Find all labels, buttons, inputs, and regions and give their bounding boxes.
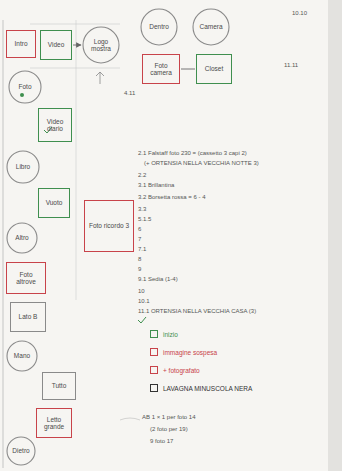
note-text: 2.2 <box>138 172 146 179</box>
sketch-frame: Closet <box>196 54 232 84</box>
note-text: (+ ORTENSIA NELLA VECCHIA NOTTE 3) <box>144 160 259 167</box>
sketch-frame: Video diario <box>38 108 72 142</box>
note-text: AB 1 × 1 per foto 14 <box>142 414 196 421</box>
note-text: 10.10 <box>292 10 307 17</box>
sketch-frame: Foto ricordo 3 <box>84 200 134 252</box>
sketch-circle: Camera <box>192 8 230 46</box>
legend-swatch <box>150 348 158 356</box>
legend-swatch <box>150 366 158 374</box>
sketch-circle: Altro <box>6 222 38 254</box>
sketch-label: Video <box>48 41 65 48</box>
legend-swatch <box>150 384 158 392</box>
legend-text: + fotografato <box>163 367 200 374</box>
sketch-label: Foto ricordo 3 <box>89 222 129 229</box>
note-text: 3.3 <box>138 206 146 213</box>
sketch-circle: Dietro <box>6 436 36 466</box>
sketch-label: Mano <box>14 352 30 359</box>
sketch-frame: Video <box>40 30 72 60</box>
page-edge <box>328 0 342 471</box>
sketch-label: Foto <box>18 83 31 90</box>
note-text: 3.2 Borsetta rossa = 6 - 4 <box>138 194 206 201</box>
note-text: 8 <box>138 256 141 263</box>
note-text: 10.1 <box>138 298 150 305</box>
legend-row: LAVAGNA MINUSCOLA NERA <box>150 384 252 392</box>
note-text: 6 <box>138 226 141 233</box>
note-text: 5.1.5 <box>138 216 151 223</box>
note-text: 10 <box>138 288 145 295</box>
sketch-label: Dentro <box>149 23 169 30</box>
pencil-stroke <box>120 418 140 420</box>
sketch-label: Video diario <box>41 118 69 133</box>
sketch-label: Letto grande <box>39 416 69 431</box>
sketch-label: Foto camera <box>145 62 177 77</box>
sketch-circle: Dentro <box>140 8 178 46</box>
legend-swatch <box>150 330 158 338</box>
note-text: 3.1 Brillantina <box>138 182 174 189</box>
check-mark <box>138 317 146 323</box>
sketch-label: Foto altrove <box>9 271 43 286</box>
note-text: 11.1 ORTENSIA NELLA VECCHIA CASA (3) <box>138 308 256 315</box>
legend-row: inizio <box>150 330 178 338</box>
note-text: 7.1 <box>138 246 146 253</box>
sketch-label: Libro <box>16 163 30 170</box>
sketch-label: Closet <box>205 65 223 72</box>
pencil-guide <box>30 68 120 69</box>
sketch-label: Vuoto <box>46 199 63 206</box>
pencil-guide <box>3 20 4 468</box>
sketch-frame: Vuoto <box>38 188 70 218</box>
note-text: 9 <box>138 266 141 273</box>
sketch-label: Tutto <box>52 382 67 389</box>
sketch-frame: Foto camera <box>142 54 180 84</box>
legend-text: LAVAGNA MINUSCOLA NERA <box>163 385 252 392</box>
pencil-arrow <box>96 72 104 84</box>
note-text: 9 foto 17 <box>150 438 173 445</box>
pencil-connector <box>181 69 195 70</box>
sketch-label: Intro <box>14 40 27 47</box>
sketch-label: Camera <box>199 23 222 30</box>
sketch-frame: Tutto <box>42 372 76 400</box>
pencil-guide <box>30 24 120 25</box>
pencil-guide <box>76 20 77 300</box>
sketch-circle: Logo mostra <box>82 26 120 64</box>
note-text: 7 <box>138 236 141 243</box>
pencil-connector <box>73 45 81 46</box>
sketch-label: Lato B <box>19 313 38 320</box>
sketch-frame: Intro <box>6 30 36 58</box>
note-text: 2.1 Falstaff foto 230 = (cassetto 3 capi… <box>138 150 247 157</box>
pencil-dot <box>20 93 24 97</box>
legend-text: immagine sospesa <box>163 349 217 356</box>
legend-row: immagine sospesa <box>150 348 217 356</box>
sketch-circle: Libro <box>6 150 40 184</box>
sketch-label: Logo mostra <box>87 38 115 53</box>
sketch-circle: Mano <box>6 340 38 372</box>
sketch-frame: Letto grande <box>36 408 72 438</box>
note-text: 11.11 <box>284 62 298 69</box>
sketch-frame: Foto altrove <box>6 262 46 294</box>
note-text: 4.11 <box>124 90 135 97</box>
note-text: 9.1 Sedia (1-4) <box>138 276 178 283</box>
legend-text: inizio <box>163 331 178 338</box>
sketch-frame: Lato B <box>10 302 46 332</box>
note-text: (2 foto per 19) <box>150 426 188 433</box>
sketch-label: Altro <box>15 234 28 241</box>
sketch-label: Dietro <box>12 447 29 454</box>
sketch-circle: Foto <box>8 70 42 104</box>
legend-row: + fotografato <box>150 366 200 374</box>
